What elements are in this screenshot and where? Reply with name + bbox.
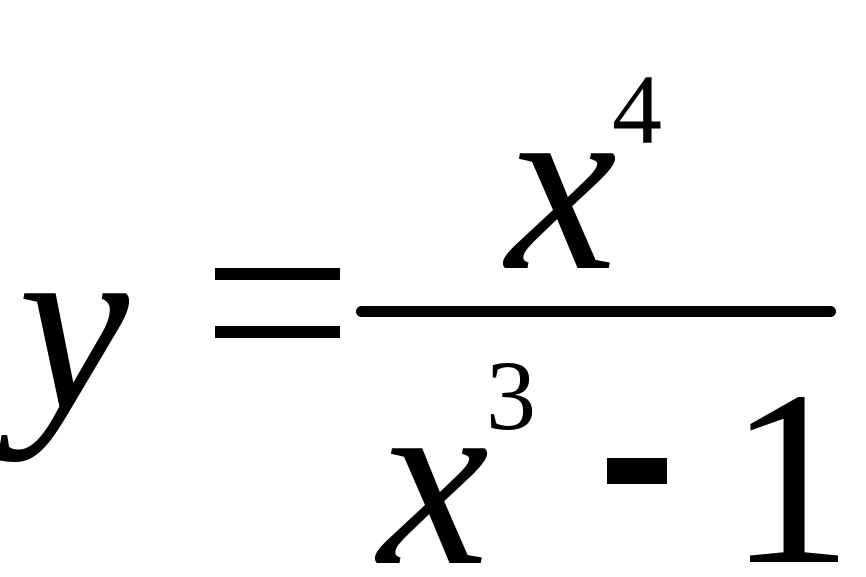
fraction-bar [356, 306, 836, 317]
equals-bar-bottom [215, 326, 340, 338]
numerator-exponent: 4 [612, 54, 662, 165]
denominator-exponent: 3 [486, 340, 536, 451]
equals-bar-top [215, 268, 340, 280]
lhs-variable-y: y [18, 186, 129, 463]
numerator-base-x: x [506, 46, 617, 323]
equals-sign [215, 268, 340, 338]
denominator-constant: 1 [728, 340, 853, 577]
minus-sign [607, 458, 667, 484]
denominator-base-x: x [378, 341, 489, 577]
